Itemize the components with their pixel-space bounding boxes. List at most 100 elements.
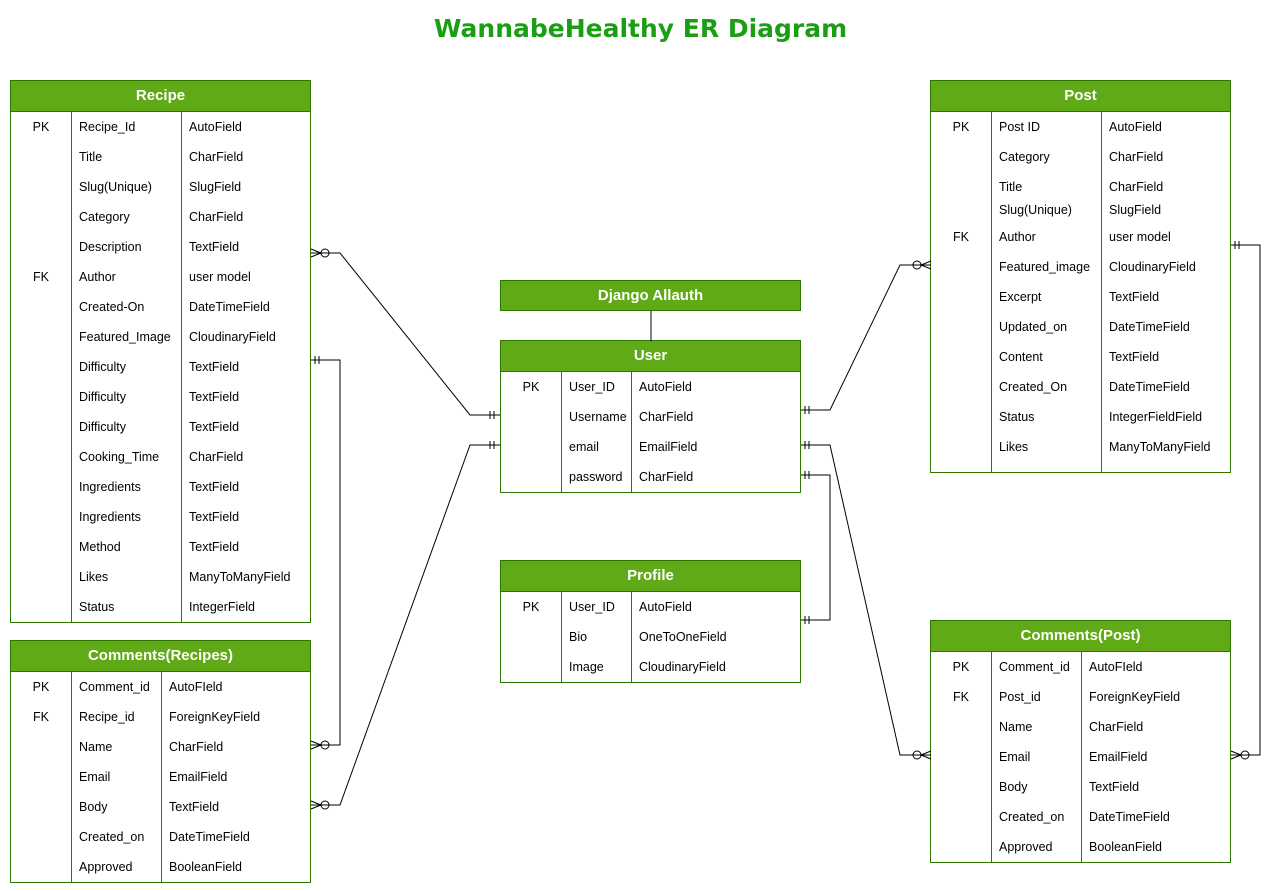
field-name: Username — [569, 410, 627, 424]
field-type: AutoField — [189, 120, 242, 134]
post-column-divider — [1101, 112, 1102, 472]
recipe-commentsrecipes-link — [311, 359, 341, 746]
field-name: Image — [569, 660, 604, 674]
field-type: ManyToManyField — [189, 570, 291, 584]
field-name: Updated_on — [999, 320, 1068, 334]
key-marker: FK — [33, 710, 49, 724]
field-name: Featured_Image — [79, 330, 171, 344]
field-type: EmailField — [169, 770, 228, 784]
comments-post-column-divider — [1081, 652, 1082, 862]
recipe-entity-title: Recipe — [11, 81, 310, 112]
field-type: ForeignKeyField — [169, 710, 261, 724]
field-type: IntegerFieldField — [1109, 410, 1203, 424]
user-post-link — [801, 264, 931, 411]
field-name: Author — [79, 270, 116, 284]
field-type: SlugField — [189, 180, 242, 194]
field-type: IntegerField — [189, 600, 256, 614]
field-type: EmailField — [1089, 750, 1148, 764]
comments-post-column-divider — [991, 652, 992, 862]
comments-recipes-column-divider — [161, 672, 162, 882]
field-type: TextField — [189, 480, 240, 494]
recipe-column-divider — [181, 112, 182, 622]
commentsrecipes-many-symbol-b — [310, 800, 330, 810]
field-name: Created_on — [79, 830, 145, 844]
recipe-field-row: Created-On DateTimeField — [11, 292, 310, 322]
field-name: Title — [79, 150, 103, 164]
field-name: Status — [79, 600, 115, 614]
field-type: OneToOneField — [639, 630, 727, 644]
field-name: Slug(Unique) — [79, 180, 152, 194]
key-marker: PK — [522, 380, 540, 394]
user-entity-title: User — [501, 341, 800, 372]
field-type: TextField — [189, 240, 240, 254]
field-name: Difficulty — [79, 360, 127, 374]
field-type: CharField — [189, 210, 244, 224]
field-name: Likes — [79, 570, 109, 584]
field-name: Category — [999, 150, 1050, 164]
user-one-symbol-b — [489, 441, 495, 449]
field-type: SlugField — [1109, 203, 1162, 217]
field-type: DateTimeField — [1109, 380, 1190, 394]
field-type: user model — [1109, 230, 1171, 244]
recipe-one-symbol — [314, 356, 320, 364]
commentspost-many-symbol-a — [912, 750, 932, 760]
user-one-symbol-e — [804, 471, 810, 479]
field-name: Featured_image — [999, 260, 1091, 274]
field-type: DateTimeField — [1109, 320, 1190, 334]
key-marker: PK — [952, 120, 970, 134]
profile-column-divider — [561, 592, 562, 682]
profile-field-row: Bio OneToOneField — [501, 622, 800, 652]
field-type: DateTimeField — [1089, 810, 1170, 824]
field-type: CharField — [1089, 720, 1144, 734]
user-one-symbol-c — [804, 406, 810, 414]
post-many-symbol — [912, 260, 932, 270]
field-name: Comment_id — [999, 660, 1070, 674]
user-commentspost-link — [801, 444, 931, 756]
field-type: CloudinaryField — [189, 330, 276, 344]
field-type: DateTimeField — [189, 300, 270, 314]
field-name: Created-On — [79, 300, 145, 314]
field-name: Author — [999, 230, 1036, 244]
commentsrecipes-user-link — [311, 444, 500, 806]
field-name: Email — [999, 750, 1031, 764]
field-type: BooleanField — [169, 860, 242, 874]
profile-entity-title: Profile — [501, 561, 800, 592]
comments-recipes-field-row: Body TextField — [11, 792, 310, 822]
field-name: Body — [79, 800, 108, 814]
field-name: Cooking_Time — [79, 450, 160, 464]
field-name: Method — [79, 540, 121, 554]
post-commentspost-link — [1231, 244, 1261, 756]
post-field-row: Created_On DateTimeField — [931, 372, 1230, 402]
field-name: Bio — [569, 630, 588, 644]
comments-post-entity-title: Comments(Post) — [931, 621, 1230, 652]
recipe-user-link — [311, 252, 500, 416]
field-type: CharField — [189, 150, 244, 164]
field-name: Created_On — [999, 380, 1068, 394]
field-type: TextField — [169, 800, 220, 814]
field-type: TextField — [189, 540, 240, 554]
field-type: ManyToManyField — [1109, 440, 1211, 454]
field-type: CloudinaryField — [1109, 260, 1196, 274]
